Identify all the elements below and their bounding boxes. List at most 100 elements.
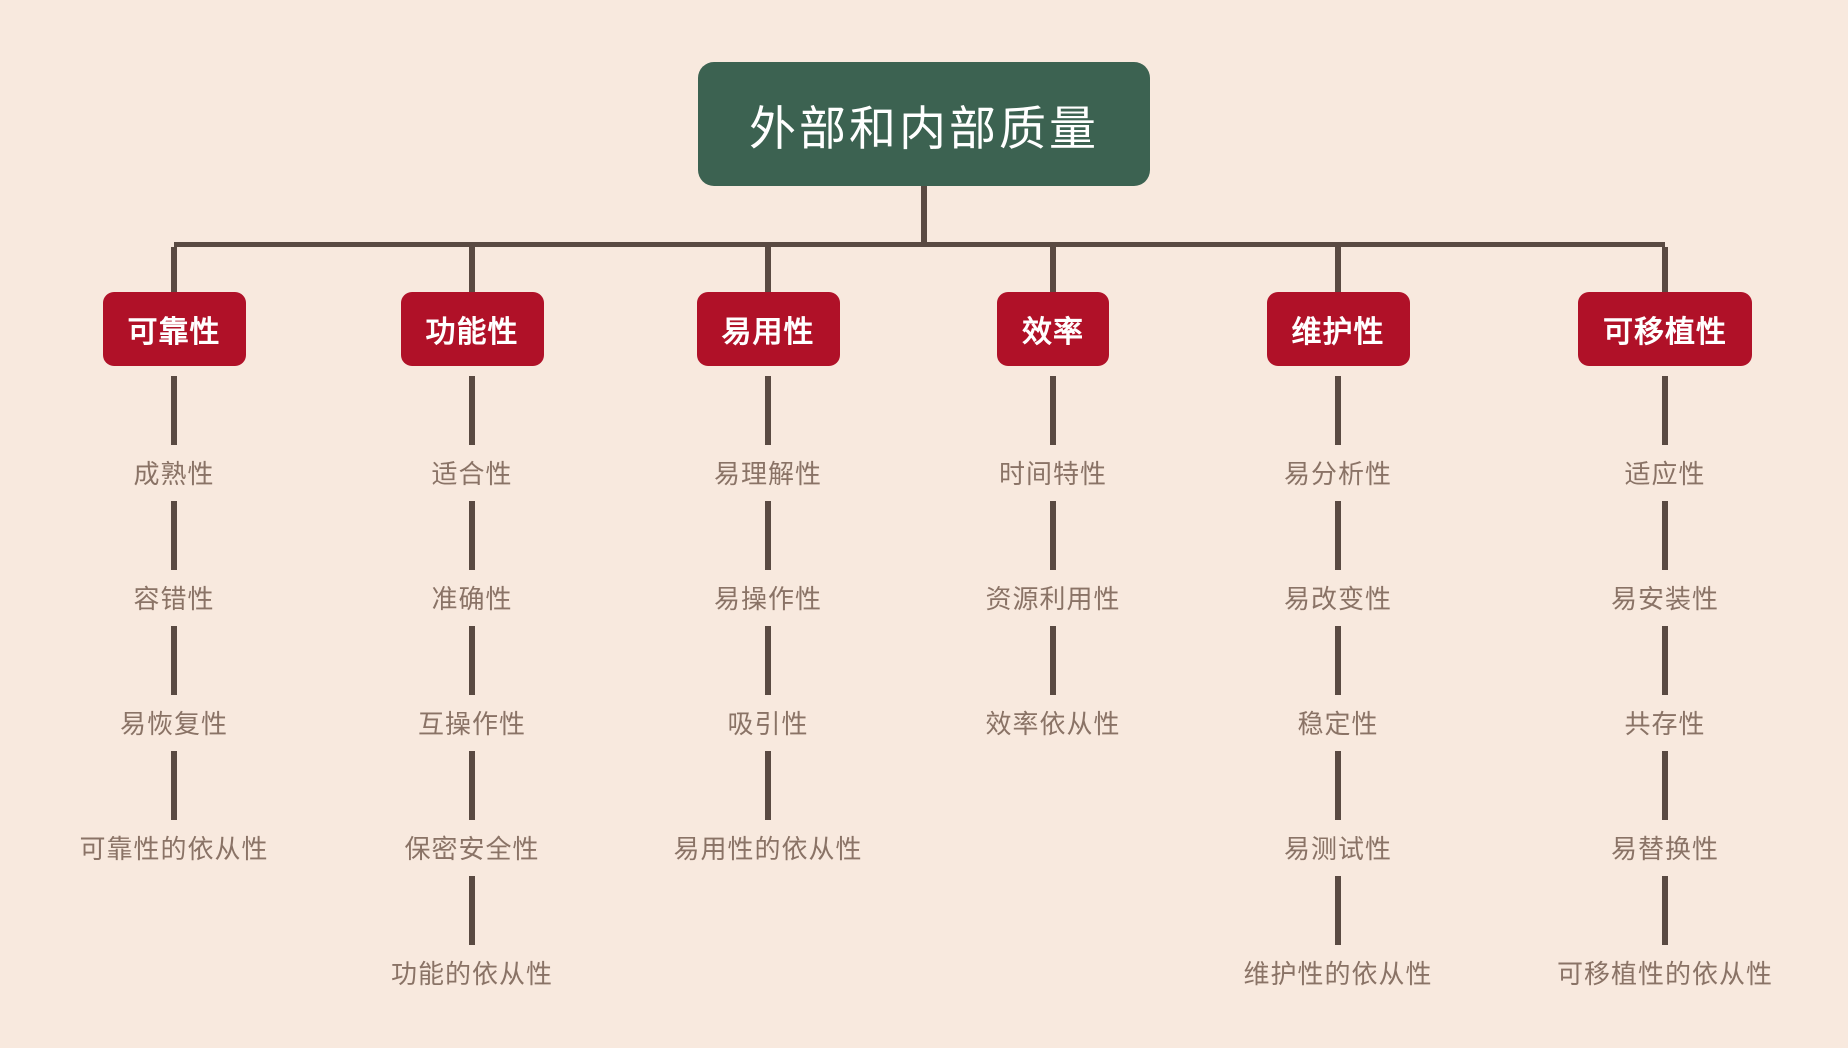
leaf-connector-line [468,876,475,945]
leaf-connector-line [468,626,475,695]
leaf-connector-line [1334,626,1341,695]
leaf-item: 吸引性 [727,616,808,741]
leaf-connector-line [1661,751,1668,820]
connector-branch-stub [1335,247,1341,293]
category-node: 可移植性 [1578,292,1752,366]
category-node-label: 可移植性 [1603,316,1727,349]
leaf-item: 稳定性 [1297,616,1378,741]
leaf-node-label: 易理解性 [713,459,822,489]
leaf-item: 易测试性 [1284,741,1392,866]
leaf-connector-line [468,376,475,445]
leaf-node-label: 容错性 [133,584,215,614]
leaf-node-label: 效率依从性 [985,709,1121,739]
category-node: 维护性 [1266,292,1410,366]
leaf-node-label: 维护性的依从性 [1243,959,1433,989]
branch-column: 可移植性适应性易安装性共存性易替换性可移植性的依从性 [1515,292,1815,991]
leaf-node-label: 稳定性 [1297,709,1379,739]
connector-bus-line [174,242,1665,247]
leaf-connector-line [764,626,771,695]
leaf-item: 易分析性 [1284,366,1392,491]
leaf-connector-line [1661,876,1668,945]
leaf-item: 资源利用性 [985,491,1120,616]
leaf-connector-line [764,376,771,445]
leaf-connector-line [1661,626,1668,695]
leaf-item: 易恢复性 [120,616,228,741]
leaf-node-label: 准确性 [431,584,513,614]
leaf-connector-line [1049,501,1056,570]
leaf-connector-line [468,751,475,820]
leaf-item: 易改变性 [1284,491,1392,616]
connector-branch-stub [171,247,177,293]
leaf-item: 准确性 [431,491,512,616]
branch-column: 可靠性成熟性容错性易恢复性可靠性的依从性 [24,292,324,866]
category-node: 功能性 [400,292,544,366]
connector-branch-stub [765,247,771,293]
branch-column: 维护性易分析性易改变性稳定性易测试性维护性的依从性 [1188,292,1488,991]
leaf-node-label: 适应性 [1624,459,1706,489]
leaf-node-label: 易恢复性 [119,709,228,739]
category-node-label: 功能性 [425,316,519,349]
root-node: 外部和内部质量 [698,62,1150,186]
connector-branch-stub [1662,247,1668,293]
leaf-connector-line [1334,876,1341,945]
leaf-connector-line [764,501,771,570]
leaf-item: 可靠性的依从性 [79,741,268,866]
leaf-item: 适应性 [1624,366,1705,491]
leaf-node-label: 功能的依从性 [390,959,553,989]
leaf-connector-line [1334,376,1341,445]
branch-column: 功能性适合性准确性互操作性保密安全性功能的依从性 [322,292,622,991]
category-node: 效率 [997,292,1109,366]
leaf-item: 适合性 [431,366,512,491]
category-node-label: 可靠性 [127,316,221,349]
leaf-connector-line [764,751,771,820]
leaf-node-label: 易分析性 [1283,459,1392,489]
leaf-node-label: 可移植性的依从性 [1556,959,1773,989]
leaf-connector-line [170,376,177,445]
leaf-node-label: 易替换性 [1610,834,1719,864]
leaf-node-label: 资源利用性 [985,584,1121,614]
leaf-connector-line [1661,501,1668,570]
leaf-connector-line [468,501,475,570]
connector-root-stub [921,186,927,244]
leaf-connector-line [170,751,177,820]
leaf-node-label: 易安装性 [1610,584,1719,614]
category-node: 可靠性 [102,292,246,366]
leaf-node-label: 共存性 [1624,709,1706,739]
leaf-node-label: 保密安全性 [404,834,540,864]
leaf-item: 成熟性 [133,366,214,491]
leaf-item: 可移植性的依从性 [1557,866,1773,991]
leaf-item: 易安装性 [1611,491,1719,616]
leaf-node-label: 可靠性的依从性 [79,834,269,864]
leaf-item: 时间特性 [999,366,1107,491]
leaf-node-label: 吸引性 [727,709,809,739]
leaf-node-label: 易测试性 [1283,834,1392,864]
category-node-label: 维护性 [1291,316,1385,349]
category-node-label: 易用性 [721,316,815,349]
leaf-item: 易替换性 [1611,741,1719,866]
connector-branch-stub [1050,247,1056,293]
category-node: 易用性 [696,292,840,366]
leaf-item: 互操作性 [418,616,526,741]
connector-branch-stub [469,247,475,293]
leaf-item: 维护性的依从性 [1243,866,1432,991]
leaf-item: 功能的依从性 [391,866,553,991]
leaf-item: 易操作性 [714,491,822,616]
leaf-node-label: 适合性 [431,459,513,489]
root-node-label: 外部和内部质量 [749,101,1099,155]
category-node-label: 效率 [1022,316,1084,349]
leaf-connector-line [1334,751,1341,820]
leaf-item: 容错性 [133,491,214,616]
leaf-connector-line [1049,626,1056,695]
leaf-item: 保密安全性 [404,741,539,866]
leaf-node-label: 成熟性 [133,459,215,489]
branch-column: 易用性易理解性易操作性吸引性易用性的依从性 [618,292,918,866]
leaf-item: 易理解性 [714,366,822,491]
leaf-node-label: 时间特性 [998,459,1107,489]
leaf-connector-line [170,501,177,570]
leaf-node-label: 易操作性 [713,584,822,614]
leaf-connector-line [170,626,177,695]
leaf-item: 易用性的依从性 [673,741,862,866]
leaf-node-label: 互操作性 [417,709,526,739]
leaf-item: 效率依从性 [985,616,1120,741]
